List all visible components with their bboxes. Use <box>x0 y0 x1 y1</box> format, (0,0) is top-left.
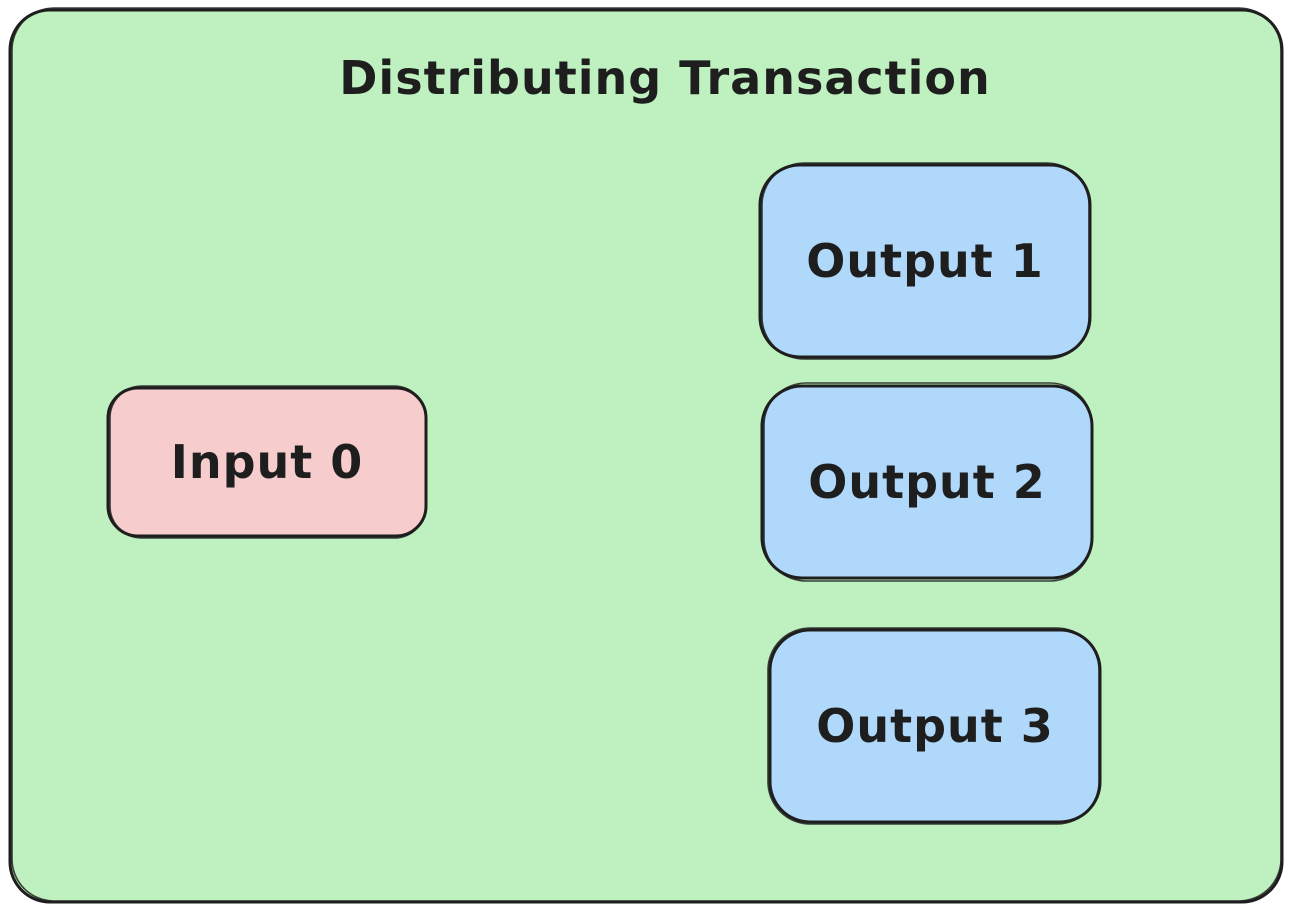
output-3-label: Output 3 <box>816 699 1054 753</box>
output-1-box[interactable] <box>758 162 1092 360</box>
output-3-box[interactable] <box>767 627 1102 825</box>
output-1-label: Output 1 <box>806 234 1044 288</box>
diagram-title: Distributing Transaction <box>339 51 991 105</box>
output-2-box[interactable] <box>760 382 1094 582</box>
input-0-box[interactable] <box>106 385 428 539</box>
input-0-label: Input 0 <box>170 435 364 489</box>
output-2-label: Output 2 <box>808 455 1046 509</box>
